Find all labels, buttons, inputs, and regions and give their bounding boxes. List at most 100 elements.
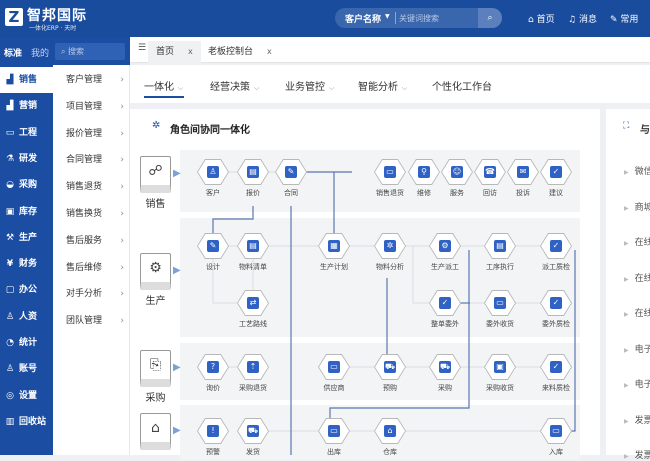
flow-node[interactable]: ▤ [484, 233, 516, 259]
flow-node[interactable]: ☺ [441, 159, 473, 185]
chart-icon: ▟ [6, 75, 14, 85]
right-card-item[interactable]: ▶ 在线 [624, 306, 650, 319]
submenu-item[interactable]: 报价管理› [66, 121, 130, 148]
sidebar-item[interactable]: ◎设置 [0, 383, 53, 409]
submenu-item[interactable]: 项目管理› [66, 94, 130, 121]
flow-node[interactable]: ! [197, 418, 229, 444]
flow-node[interactable]: ▦ [318, 233, 350, 259]
tab-mine[interactable]: 我的 [31, 49, 50, 59]
right-card-item[interactable]: ▶商城 [624, 200, 650, 213]
nav-favorites[interactable]: ✎ 常用 [610, 12, 638, 25]
flow-node[interactable]: ⇄ [237, 290, 269, 316]
flow-node[interactable]: ✎ [197, 233, 229, 259]
right-card-item[interactable]: ▶在线 [624, 235, 650, 248]
submenu-item[interactable]: 销售换货› [66, 201, 130, 228]
flow-node[interactable]: ▭ [540, 418, 572, 444]
role-label: 采购 [145, 393, 166, 404]
sidebar-item[interactable]: ▟营销 [0, 93, 53, 119]
nav-home-label: 首页 [536, 15, 555, 25]
search-category-select[interactable]: 客户名称 [345, 15, 382, 25]
triangle-right-icon: ▶ [624, 311, 629, 318]
chevron-down-icon: ⌵ [329, 84, 335, 92]
close-icon[interactable]: x [267, 47, 272, 56]
flow-node[interactable]: ✓ [540, 159, 572, 185]
sidebar-item[interactable]: ▣库存 [0, 199, 53, 225]
nav-home[interactable]: ⌂ 首页 [528, 12, 555, 25]
node-icon: ▭ [328, 361, 340, 373]
flow-node[interactable]: ▤ [237, 159, 269, 185]
right-card-item[interactable]: ▶在线 [624, 271, 650, 284]
submenu-item[interactable]: 销售退货› [66, 174, 130, 201]
flow-node[interactable]: ✓ [540, 233, 572, 259]
subtab[interactable]: 一体化⌵ [144, 78, 183, 93]
node-icon: ▭ [384, 166, 396, 178]
flow-node[interactable]: ⇡ [237, 354, 269, 380]
sidebar-item[interactable]: ¥财务 [0, 251, 53, 277]
submenu-item[interactable]: 团队管理› [66, 308, 130, 335]
flow-node[interactable]: ✉ [507, 159, 539, 185]
flow-node[interactable]: ▭ [484, 290, 516, 316]
subtab[interactable]: 智能分析⌵ [358, 78, 407, 93]
sidebar-search-input[interactable]: ⌕ 搜索 [55, 43, 125, 60]
sidebar-item-label: 统计 [19, 338, 38, 348]
flow-node[interactable]: ✲ [374, 233, 406, 259]
flow-node[interactable]: ✎ [275, 159, 307, 185]
tab-standard[interactable]: 标准 [4, 49, 23, 59]
close-icon[interactable]: x [188, 47, 193, 56]
subtab[interactable]: 经营决策⌵ [210, 78, 259, 93]
flow-node[interactable]: ☎ [474, 159, 506, 185]
flow-node[interactable]: ⛟ [237, 418, 269, 444]
flow-node[interactable]: ▣ [484, 354, 516, 380]
flow-node[interactable]: ⛟ [429, 354, 461, 380]
caret-down-icon[interactable]: ▼ [385, 13, 390, 20]
node-icon: ⚲ [418, 166, 430, 178]
search-button[interactable]: ⌕ [478, 8, 502, 28]
search-input[interactable] [399, 10, 479, 26]
right-card-item-label: 在线 [634, 309, 650, 319]
flow-node[interactable]: ⚙ [429, 233, 461, 259]
sidebar-item[interactable]: ⚗研发 [0, 146, 53, 172]
flow-node[interactable]: ▭ [374, 159, 406, 185]
submenu-item[interactable]: 售后服务› [66, 228, 130, 255]
flow-node[interactable]: ⚲ [408, 159, 440, 185]
flow-node[interactable]: ✓ [540, 290, 572, 316]
flow-node[interactable]: ▭ [318, 418, 350, 444]
flow-node[interactable]: ? [197, 354, 229, 380]
submenu-item[interactable]: 合同管理› [66, 147, 130, 174]
sidebar-item-label: 人资 [19, 311, 38, 322]
subtab[interactable]: 个性化工作台 [432, 78, 492, 93]
right-card-item-label: 电子 [634, 344, 650, 355]
nav-messages[interactable]: ♫ 消息 [568, 12, 597, 25]
sidebar-item[interactable]: ♙人资 [0, 304, 53, 330]
flow-node[interactable]: ▭ [318, 354, 350, 380]
sidebar-item[interactable]: ▭工程 [0, 120, 53, 146]
submenu-item[interactable]: 客户管理› [66, 67, 130, 94]
flow-node[interactable]: ▤ [237, 233, 269, 259]
right-card-item[interactable]: ▶发票 [624, 413, 650, 426]
sidebar-item[interactable]: ▢办公 [0, 277, 53, 303]
sidebar-item[interactable]: ▟销售 [0, 67, 53, 93]
submenu-item[interactable]: 对手分析› [66, 281, 130, 308]
right-card-item[interactable]: ▶电子 [624, 342, 650, 355]
submenu-item[interactable]: 售后维修› [66, 255, 130, 282]
flow-node[interactable]: ⛟ [374, 354, 406, 380]
right-card-item[interactable]: ▶微信 [624, 164, 650, 177]
sidebar-item[interactable]: ⚒生产 [0, 225, 53, 251]
right-card-item[interactable]: ▶电子 [624, 377, 650, 390]
flow-node[interactable]: ✓ [540, 354, 572, 380]
sidebar-item[interactable]: ◔统计 [0, 330, 53, 356]
flow-node[interactable]: ✓ [429, 290, 461, 316]
subtab[interactable]: 业务管控⌵ [285, 78, 334, 93]
gear-icon: ◎ [6, 390, 14, 401]
sidebar-item[interactable]: ▥回收站 [0, 409, 53, 435]
subtab-label: 一体化 [144, 82, 174, 93]
sidebar-search-placeholder: 搜索 [68, 47, 85, 56]
flow-node[interactable]: ♙ [197, 159, 229, 185]
sidebar-item[interactable]: ♙账号 [0, 356, 53, 382]
sidebar-item[interactable]: ◒采购 [0, 172, 53, 198]
flow-node[interactable]: ⌂ [374, 418, 406, 444]
divider [395, 12, 396, 24]
collapse-menu-icon[interactable]: ☰ [138, 43, 147, 53]
